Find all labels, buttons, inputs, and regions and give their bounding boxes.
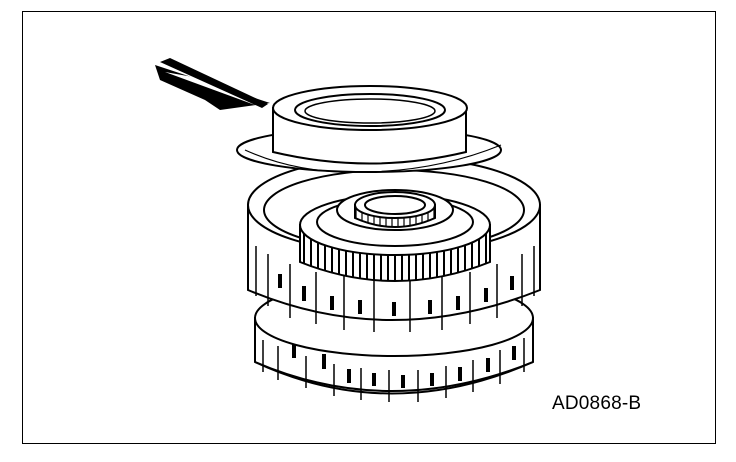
lower-drum-teeth [262, 338, 525, 402]
lower-drum-slots [292, 344, 516, 388]
upper-drum-slots [278, 274, 514, 316]
upper-drum-teeth [255, 246, 535, 332]
seal-ring [272, 85, 468, 165]
inner-hub [336, 189, 454, 231]
pointer-arrow-icon [155, 58, 270, 110]
figure-code-label: AD0868-B [552, 393, 642, 414]
